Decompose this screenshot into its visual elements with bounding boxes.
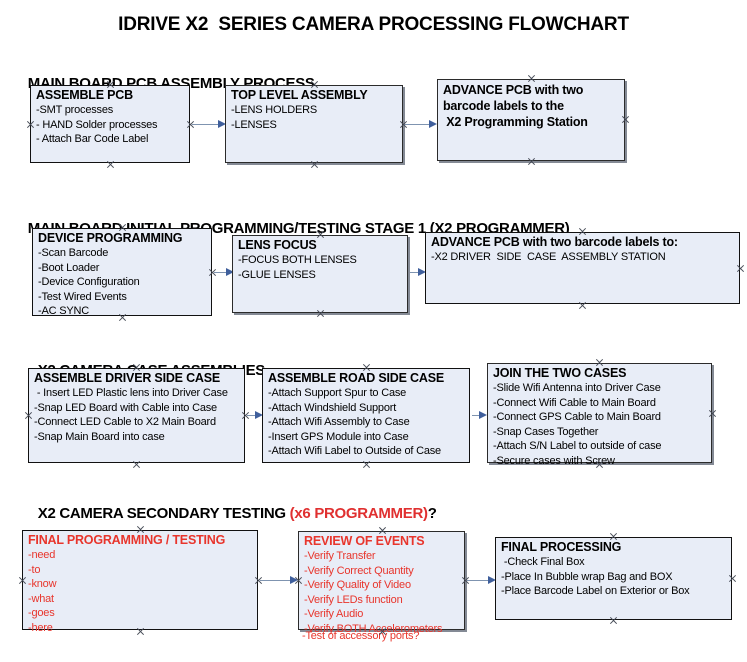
box-line: -Device Configuration xyxy=(38,276,140,288)
box-line: - HAND Solder processes xyxy=(36,118,158,131)
arrow-device-programming-to-lens-focus xyxy=(214,268,234,277)
arrow-final-programming-to-review xyxy=(260,576,298,585)
box-assemble-pcb[interactable]: ASSEMBLE PCB -SMT processes - HAND Solde… xyxy=(30,85,190,163)
box-line: -AC SYNC xyxy=(38,305,89,317)
box-title: TOP LEVEL ASSEMBLY xyxy=(231,88,368,102)
box-title: ASSEMBLE DRIVER SIDE CASE xyxy=(34,371,221,385)
box-line: -Attach Support Spur to Case xyxy=(268,387,407,399)
section-heading-accent: (x6 PROGRAMMER) xyxy=(289,505,428,522)
box-title: FINAL PROCESSING xyxy=(501,540,622,554)
box-title: ASSEMBLE PCB xyxy=(36,88,133,102)
box-title: REVIEW OF EVENTS xyxy=(304,534,425,548)
page-title: IDRIVE X2 SERIES CAMERA PROCESSING FLOWC… xyxy=(118,14,629,35)
box-line: -FOCUS BOTH LENSES xyxy=(238,254,357,266)
box-line: -LENSES xyxy=(231,118,277,131)
arrow-road-case-to-join-cases xyxy=(472,411,487,420)
box-title: LENS FOCUS xyxy=(238,238,317,252)
box-line: -Verify Transfer xyxy=(304,550,376,562)
arrow-review-to-final-processing xyxy=(467,576,496,585)
box-line: -here xyxy=(28,621,53,634)
box-line: -Test Wired Events xyxy=(38,290,127,303)
box-line: -Place In Bubble wrap Bag and BOX xyxy=(501,570,673,583)
box-overflow-line: -Test of accessory ports? xyxy=(302,630,420,642)
box-line: -Verify BOTH Accelerometers xyxy=(304,622,443,635)
box-title: ADVANCE PCB with two barcode labels to: xyxy=(431,235,678,249)
box-join-the-two-cases[interactable]: JOIN THE TWO CASES -Slide Wifi Antenna i… xyxy=(487,363,712,467)
box-advance-pcb-driver-side[interactable]: ADVANCE PCB with two barcode labels to: … xyxy=(425,232,740,304)
box-advance-pcb-station[interactable]: ADVANCE PCB with two barcode labels to t… xyxy=(437,79,625,161)
box-line: -SMT processes xyxy=(36,104,114,116)
box-line: -Check Final Box xyxy=(501,556,585,568)
box-line: X2 Programming Station xyxy=(443,115,588,129)
box-title: FINAL PROGRAMMING / TESTING xyxy=(28,533,226,547)
box-line: -Connect LED Cable to X2 Main Board xyxy=(34,416,216,428)
box-assemble-driver-side-case[interactable]: ASSEMBLE DRIVER SIDE CASE - Insert LED P… xyxy=(28,368,245,463)
section-heading-text: X2 CAMERA SECONDARY TESTING xyxy=(37,505,290,522)
box-review-of-events[interactable]: REVIEW OF EVENTS -Verify Transfer -Verif… xyxy=(298,531,465,635)
arrow-assemble-pcb-to-top-level xyxy=(192,120,226,129)
arrow-driver-case-to-road-case xyxy=(247,411,263,420)
box-title: JOIN THE TWO CASES xyxy=(493,366,627,380)
section-heading-secondary-testing: X2 CAMERA SECONDARY TESTING (x6 PROGRAMM… xyxy=(30,488,437,522)
box-assemble-road-side-case[interactable]: ASSEMBLE ROAD SIDE CASE -Attach Support … xyxy=(262,368,470,463)
box-device-programming[interactable]: DEVICE PROGRAMMING -Scan Barcode -Boot L… xyxy=(32,228,212,317)
box-top-level-assembly[interactable]: TOP LEVEL ASSEMBLY -LENS HOLDERS -LENSES xyxy=(225,85,403,163)
box-line: -Snap LED Board with Cable into Case xyxy=(34,401,217,414)
box-line: -need xyxy=(28,549,56,561)
box-line: -Attach Wifi Assembly to Case xyxy=(268,416,410,428)
box-final-programming-testing[interactable]: FINAL PROGRAMMING / TESTING -need -to -k… xyxy=(22,530,258,634)
box-line: -Insert GPS Module into Case xyxy=(268,430,409,443)
box-line: - Attach Bar Code Label xyxy=(36,133,149,145)
box-line: -Snap Cases Together xyxy=(493,425,599,438)
box-line: -Snap Main Board into case xyxy=(34,430,165,443)
box-line: -Connect GPS Cable to Main Board xyxy=(493,411,661,423)
arrow-top-level-to-advance-pcb xyxy=(405,120,437,129)
box-line: -GLUE LENSES xyxy=(238,268,316,281)
box-line: -X2 DRIVER SIDE CASE ASSEMBLY STATION xyxy=(431,251,666,263)
box-line: -goes xyxy=(28,607,55,619)
box-line: -to xyxy=(28,563,41,576)
box-line: -what xyxy=(28,592,54,605)
box-line: -Place Barcode Label on Exterior or Box xyxy=(501,585,690,597)
box-line: -Attach Wifi Label to Outside of Case xyxy=(268,445,441,457)
box-lens-focus[interactable]: LENS FOCUS -FOCUS BOTH LENSES -GLUE LENS… xyxy=(232,235,408,313)
box-title: ASSEMBLE ROAD SIDE CASE xyxy=(268,371,444,385)
box-line: -Verify Correct Quantity xyxy=(304,564,414,577)
box-line: -Slide Wifi Antenna into Driver Case xyxy=(493,382,661,394)
box-line: -Verify Audio xyxy=(304,608,364,620)
arrow-lens-focus-to-advance-pcb xyxy=(410,268,426,277)
box-line: -Boot Loader xyxy=(38,261,100,274)
box-title: DEVICE PROGRAMMING xyxy=(38,231,183,245)
box-line: -Attach S/N Label to outside of case xyxy=(493,440,662,452)
box-line: - Insert LED Plastic lens into Driver Ca… xyxy=(34,387,228,399)
box-line: -know xyxy=(28,578,57,590)
box-line: -Verify Quality of Video xyxy=(304,579,411,591)
box-line: -Scan Barcode xyxy=(38,247,109,259)
box-title: ADVANCE PCB with two xyxy=(443,83,584,97)
box-line: -Verify LEDs function xyxy=(304,593,403,606)
box-line: barcode labels to the xyxy=(443,99,564,113)
box-line: -LENS HOLDERS xyxy=(231,104,318,116)
box-line: -Attach Windshield Support xyxy=(268,401,397,414)
box-line: -Secure cases with Screw xyxy=(493,454,615,467)
box-final-processing[interactable]: FINAL PROCESSING -Check Final Box -Place… xyxy=(495,537,732,620)
section-heading-suffix: ? xyxy=(427,505,437,522)
box-line: -Connect Wifi Cable to Main Board xyxy=(493,396,656,409)
